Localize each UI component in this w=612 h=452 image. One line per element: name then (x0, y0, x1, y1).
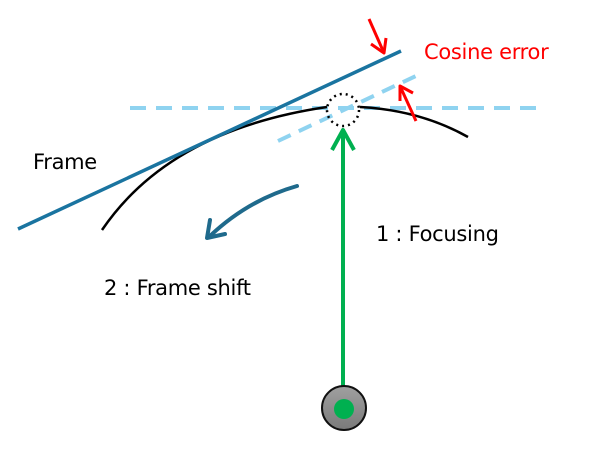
frame-shift-arrow-shaft (208, 184, 299, 238)
focus-point-circle (325, 92, 361, 128)
cosine-error-arrow-bottom-shaft (398, 85, 418, 122)
curved-surface (100, 105, 328, 231)
cosine-error-label: Cosine error (424, 40, 549, 64)
cosine-error-arrow-top-shaft (367, 18, 386, 54)
curved-surface-right (359, 105, 469, 139)
source-inner-dot (334, 399, 354, 419)
frame-shift-label: 2 : Frame shift (104, 276, 251, 300)
focusing-label: 1 : Focusing (376, 222, 499, 246)
cosine-error-arrow-top-head (370, 37, 388, 55)
frame-label: Frame (33, 150, 97, 174)
cosine-error-arrow-bottom-head (398, 84, 414, 101)
focusing-arrow-head (330, 128, 356, 151)
frame-shift-arrow-head (205, 218, 227, 240)
frame-line (17, 49, 402, 231)
tilted-dashed-line (277, 73, 419, 143)
